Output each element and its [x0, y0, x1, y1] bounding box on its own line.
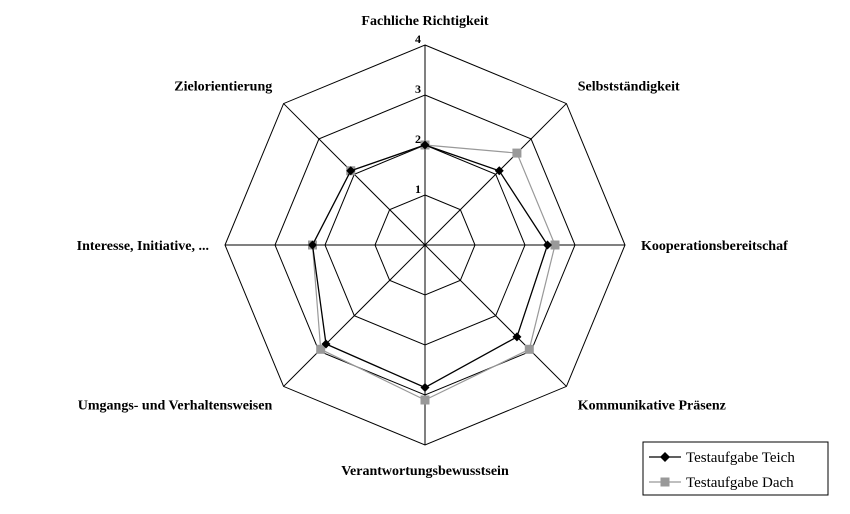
series-2-point-2 — [512, 148, 522, 158]
axis-line-6 — [283, 244, 426, 387]
series-1-point-2 — [494, 166, 504, 176]
tick-label-2: 2 — [415, 132, 421, 146]
tick-label-1: 1 — [415, 182, 421, 196]
tick-label-3: 3 — [415, 82, 421, 96]
axis-label-4: Kommunikative Präsenz — [578, 399, 726, 414]
radar-tick-labels: 1 2 3 4 — [415, 32, 421, 196]
legend: Testaufgabe Teich Testaufgabe Dach — [642, 441, 829, 496]
axis-label-5: Verantwortungsbewusstsein — [341, 464, 509, 479]
legend-item-dach: Testaufgabe Dach — [649, 475, 794, 491]
axis-label-1: Fachliche Richtigkeit — [361, 14, 488, 29]
legend-label-dach: Testaufgabe Dach — [686, 475, 794, 491]
legend-marker-teich — [660, 452, 670, 462]
series-2-point-3 — [550, 240, 560, 250]
legend-label-teich: Testaufgabe Teich — [686, 450, 795, 466]
axis-label-2: Selbstständigkeit — [578, 79, 680, 94]
axis-label-6: Umgangs- und Verhaltensweisen — [78, 399, 273, 414]
legend-item-teich: Testaufgabe Teich — [649, 450, 795, 466]
series-1-point-5 — [420, 383, 430, 392]
tick-label-4: 4 — [415, 32, 421, 46]
series-1-point-1 — [420, 140, 430, 150]
axis-label-3: Kooperationsbereitschaf — [641, 239, 788, 254]
series-2-point-6 — [316, 344, 326, 354]
axis-line-4 — [424, 244, 567, 387]
legend-box — [642, 441, 829, 496]
series-2-point-4 — [524, 344, 534, 354]
series-1-point-3 — [543, 240, 552, 250]
axis-line-2 — [424, 103, 567, 246]
radar-series — [308, 140, 560, 405]
series-1-point-6 — [321, 339, 331, 349]
axis-label-7: Interesse, Initiative, ... — [77, 239, 209, 254]
series-1-point-8 — [346, 166, 356, 176]
axis-label-8: Zielorientierung — [174, 79, 272, 94]
radar-axis-labels: Fachliche RichtigkeitSelbstständigkeitKo… — [77, 14, 788, 479]
legend-marker-dach — [660, 477, 670, 487]
series-line-2 — [311, 144, 556, 401]
series-1-point-7 — [308, 240, 317, 250]
series-1-point-4 — [512, 332, 522, 342]
series-line-1 — [311, 144, 549, 389]
series-2-point-5 — [420, 395, 430, 405]
